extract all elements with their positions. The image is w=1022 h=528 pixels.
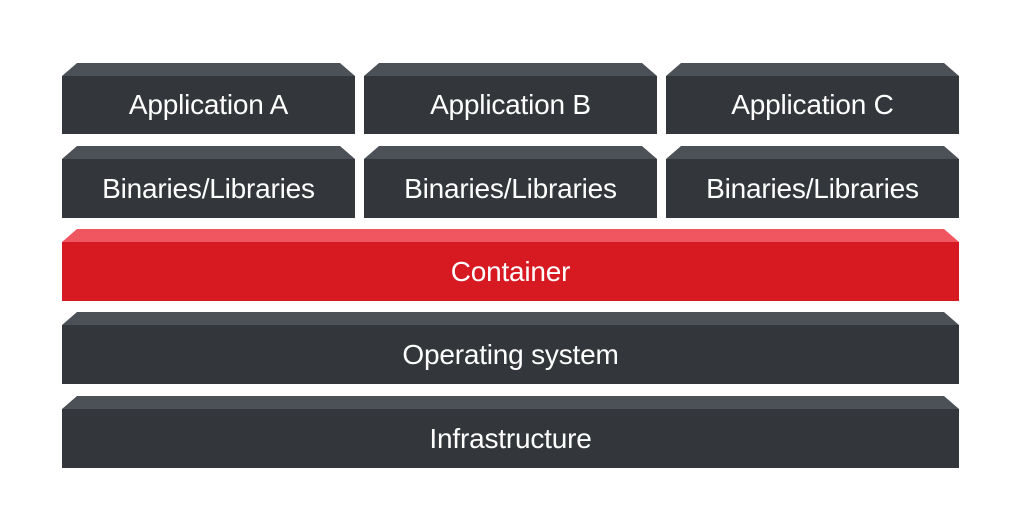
container-layer-label: Container bbox=[62, 242, 959, 301]
application-c-label: Application C bbox=[666, 76, 959, 134]
application-a-label: Application A bbox=[62, 76, 355, 134]
application-c-block-top bbox=[666, 63, 959, 76]
container-layer-block-top bbox=[62, 229, 959, 242]
binaries-libraries-a-block: Binaries/Libraries bbox=[62, 146, 355, 218]
application-a-block-top bbox=[62, 63, 355, 76]
infrastructure-layer-block-top bbox=[62, 396, 959, 409]
binaries-libraries-a-label: Binaries/Libraries bbox=[62, 159, 355, 218]
application-a-block: Application A bbox=[62, 63, 355, 134]
binaries-libraries-c-block-top bbox=[666, 146, 959, 159]
infrastructure-layer-block: Infrastructure bbox=[62, 396, 959, 468]
binaries-libraries-b-label: Binaries/Libraries bbox=[364, 159, 657, 218]
application-b-block: Application B bbox=[364, 63, 657, 134]
binaries-libraries-c-block: Binaries/Libraries bbox=[666, 146, 959, 218]
binaries-libraries-c-label: Binaries/Libraries bbox=[666, 159, 959, 218]
binaries-libraries-b-block: Binaries/Libraries bbox=[364, 146, 657, 218]
application-b-label: Application B bbox=[364, 76, 657, 134]
operating-system-layer-label: Operating system bbox=[62, 325, 959, 384]
operating-system-layer-block-top bbox=[62, 312, 959, 325]
application-b-block-top bbox=[364, 63, 657, 76]
container-layer-block: Container bbox=[62, 229, 959, 301]
binaries-libraries-b-block-top bbox=[364, 146, 657, 159]
binaries-libraries-a-block-top bbox=[62, 146, 355, 159]
application-c-block: Application C bbox=[666, 63, 959, 134]
infrastructure-layer-label: Infrastructure bbox=[62, 409, 959, 468]
operating-system-layer-block: Operating system bbox=[62, 312, 959, 384]
